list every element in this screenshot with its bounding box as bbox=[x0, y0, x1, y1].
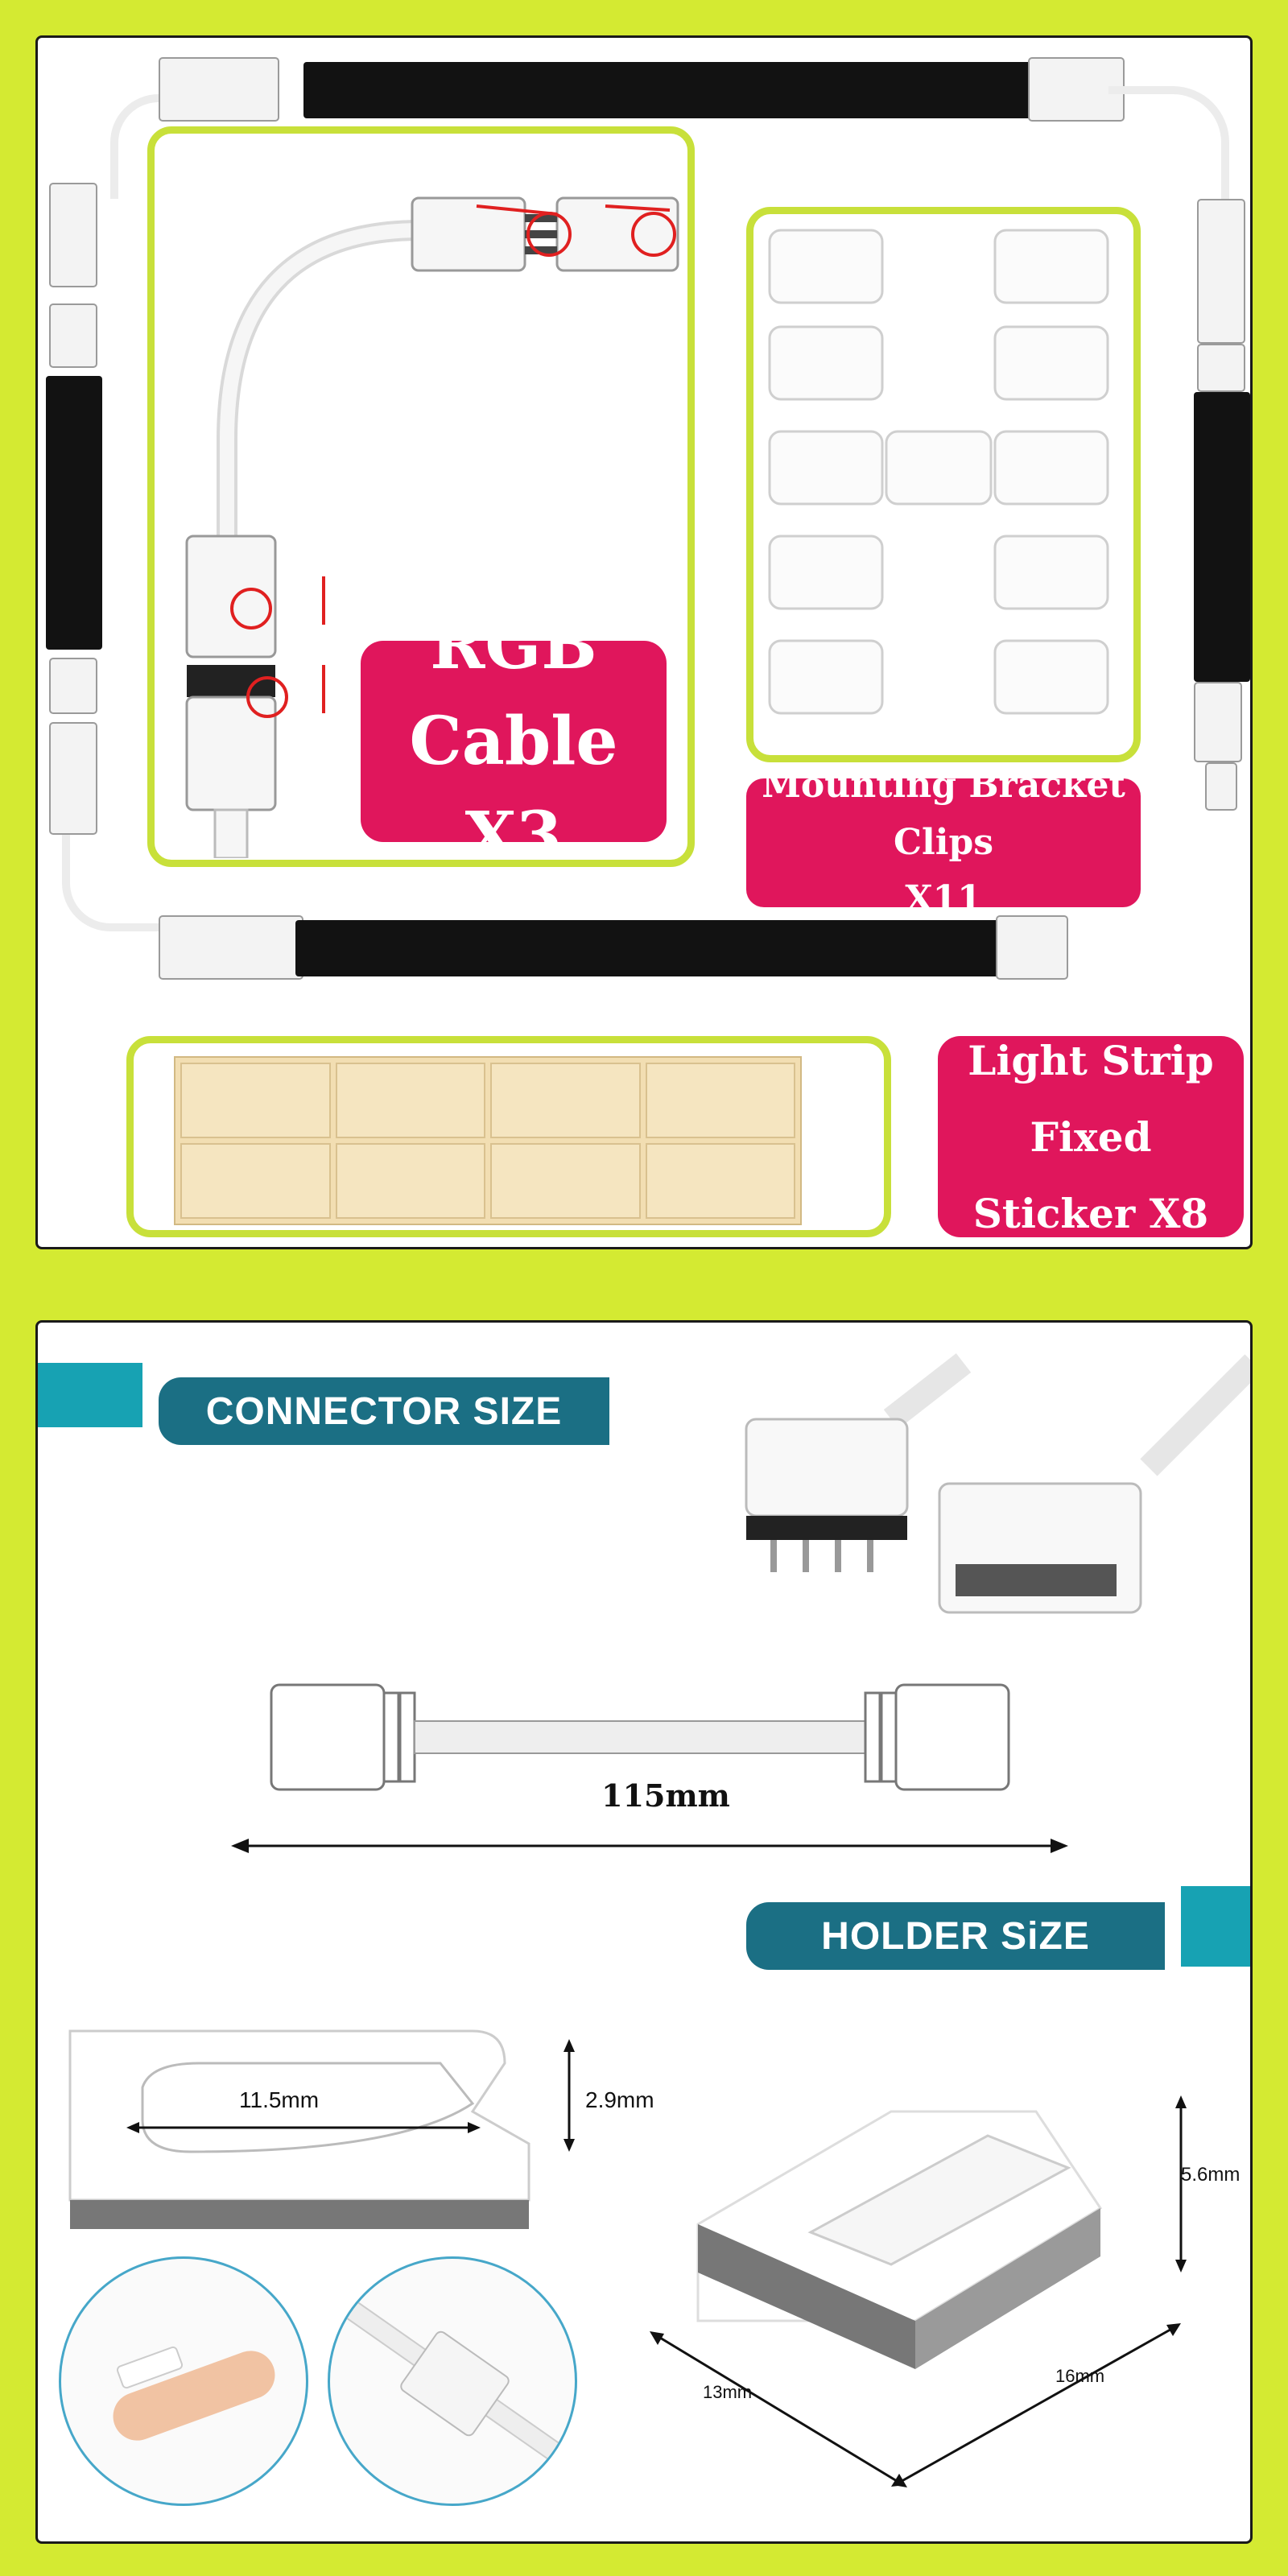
connector-size-heading: CONNECTOR SIZE bbox=[205, 1389, 563, 1433]
cable-drawing bbox=[270, 1683, 1010, 1791]
size-panel: CONNECTOR SIZE 115mm HOLDER SiZE bbox=[35, 1320, 1253, 2544]
clip-holding-cable-photo bbox=[328, 2256, 577, 2506]
cable-length-label: 115mm bbox=[601, 1777, 730, 1814]
clip-profile-drawing bbox=[68, 2029, 530, 2229]
sticker-qty: Sticker X8 bbox=[972, 1189, 1209, 1237]
clip-slot-width-arrow bbox=[126, 2122, 481, 2133]
holder-size-heading: HOLDER SiZE bbox=[821, 1914, 1090, 1958]
rgb-cable-label: RGB Cable X3 bbox=[361, 607, 667, 875]
clips-label: Mounting Bracket Clips X11 bbox=[746, 765, 1141, 919]
sticker-box bbox=[126, 1036, 891, 1237]
connector-photo bbox=[745, 1353, 1250, 1614]
clip-slot-height-arrow bbox=[564, 2039, 575, 2152]
accessories-panel: RGB Cable X3 Mounting Bracket Clips X11 bbox=[35, 35, 1253, 1249]
sticker-label: Light Strip Fixed Sticker X8 bbox=[938, 1036, 1244, 1237]
finger-holding-clip-photo bbox=[59, 2256, 308, 2506]
holder-height-label: 5.6mm bbox=[1181, 2164, 1241, 2186]
sticker-sheet bbox=[174, 1056, 802, 1225]
clip-slot-width-label: 11.5mm bbox=[239, 2087, 320, 2112]
rgb-cable-box: RGB Cable X3 bbox=[147, 126, 695, 875]
clips-box bbox=[746, 207, 1141, 762]
clips-qty: X11 bbox=[905, 878, 982, 920]
rgb-cable-title: RGB Cable bbox=[409, 606, 618, 780]
sticker-title: Light Strip Fixed bbox=[968, 1036, 1214, 1161]
holder-height-arrow bbox=[1175, 2095, 1187, 2273]
cable-length-arrow bbox=[231, 1839, 1068, 1853]
holder-length-label: 16mm bbox=[1055, 2366, 1105, 2386]
holder-size-banner: HOLDER SiZE bbox=[714, 1886, 1250, 1970]
holder-width-label: 13mm bbox=[703, 2382, 753, 2402]
clip-slot-height-label: 2.9mm bbox=[585, 2087, 654, 2112]
connector-size-banner: CONNECTOR SIZE bbox=[38, 1363, 617, 1445]
clips-title: Mounting Bracket Clips bbox=[762, 765, 1125, 863]
holder-3d-drawing bbox=[696, 2110, 1103, 2369]
rgb-cable-qty: X3 bbox=[464, 798, 563, 876]
clips-illustration bbox=[768, 229, 1109, 715]
holder-width-arrow bbox=[650, 2331, 907, 2487]
rgb-cable-illustration bbox=[185, 196, 679, 858]
holder-length-arrow bbox=[891, 2323, 1181, 2487]
